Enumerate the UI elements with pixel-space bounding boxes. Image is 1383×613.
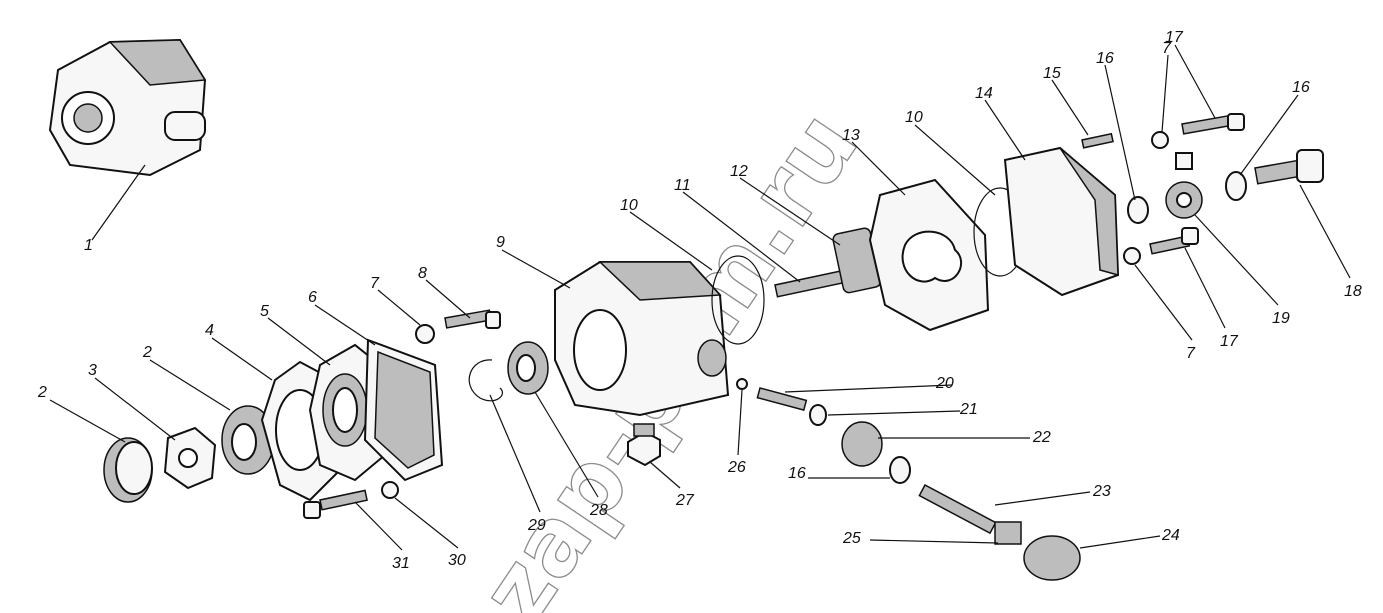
part-washer-21: [809, 404, 827, 426]
part-snap-ring-29: [468, 359, 503, 402]
part-screw-17b: [1149, 227, 1199, 255]
part-assembled-pump: [48, 38, 207, 177]
label-26: 26: [727, 459, 746, 476]
part-nut-3: [163, 426, 217, 490]
label-3: 3: [88, 362, 97, 379]
part-plug-27: [627, 423, 661, 467]
label-10b: 10: [905, 109, 923, 126]
part-bolt-8: [444, 309, 501, 329]
part-bolt-18: [1254, 149, 1324, 185]
label-7c: 7: [1186, 345, 1196, 362]
part-body-9: [554, 261, 730, 417]
label-31: 31: [392, 555, 410, 572]
label-2a: 2: [37, 384, 47, 401]
part-washer-16b: [1225, 171, 1247, 201]
label-18: 18: [1344, 283, 1362, 300]
label-23: 23: [1092, 483, 1111, 500]
part-valve-23: [918, 483, 997, 535]
label-16c: 16: [788, 465, 806, 482]
part-washer-16a: [1127, 196, 1149, 224]
label-16b: 16: [1292, 79, 1310, 96]
label-9: 9: [496, 234, 505, 251]
part-ring-7c: [1123, 247, 1141, 265]
label-22: 22: [1032, 429, 1051, 446]
label-28: 28: [589, 502, 608, 519]
label-2b: 2: [142, 344, 152, 361]
leader-lines: [49, 44, 1351, 551]
part-spring-20: [756, 387, 808, 412]
part-washer-16c: [889, 456, 911, 484]
label-7b: 7: [1162, 40, 1172, 57]
part-pin-15: [1081, 132, 1114, 149]
part-spring-25: [994, 521, 1022, 545]
label-20: 20: [935, 375, 954, 392]
label-5: 5: [260, 303, 269, 320]
part-cap-24: [1023, 535, 1081, 581]
part-bolt-31: [303, 489, 368, 519]
label-21: 21: [959, 401, 978, 418]
part-ring-7b: [1151, 131, 1169, 149]
label-24: 24: [1161, 527, 1180, 544]
part-screw-17a: [1181, 113, 1245, 135]
label-27: 27: [675, 492, 695, 509]
label-30: 30: [448, 552, 466, 569]
part-ball-26: [736, 378, 748, 390]
label-17a: 17: [1165, 29, 1184, 46]
label-8: 8: [418, 265, 427, 282]
part-ring-7a: [415, 324, 435, 344]
label-13: 13: [842, 127, 860, 144]
label-1: 1: [84, 237, 93, 254]
label-11: 11: [674, 177, 691, 194]
part-ring-30: [381, 481, 399, 499]
label-29: 29: [527, 517, 546, 534]
label-14: 14: [975, 85, 993, 102]
part-o-ring-10a: [711, 255, 765, 345]
part-bearing-28: [507, 341, 549, 395]
part-plate-13: [868, 178, 990, 332]
label-7a: 7: [370, 275, 380, 292]
part-labels: 1 2 3 2 4 5 6 7 8 9 10 11 12 13 10 14 15…: [37, 29, 1362, 572]
label-17b: 17: [1220, 333, 1239, 350]
part-cap: [103, 437, 153, 503]
label-25: 25: [842, 530, 861, 547]
label-15: 15: [1043, 65, 1061, 82]
label-12: 12: [730, 163, 748, 180]
label-10a: 10: [620, 197, 638, 214]
label-4: 4: [205, 322, 214, 339]
label-19: 19: [1272, 310, 1290, 327]
part-plug-22: [841, 421, 883, 467]
label-6: 6: [308, 289, 317, 306]
part-cover-plate-14: [1003, 146, 1120, 297]
label-16a: 16: [1096, 50, 1114, 67]
part-cover-6: [363, 338, 444, 482]
part-fitting-19: [1165, 152, 1203, 219]
